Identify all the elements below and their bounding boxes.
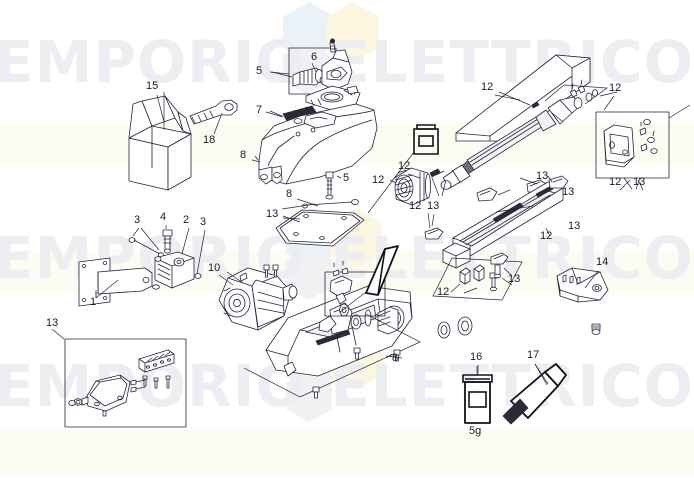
callout-13f: 13 xyxy=(427,200,440,212)
callout-17: 17 xyxy=(527,349,540,361)
detail-box-shaft xyxy=(544,84,608,105)
callout-14: 14 xyxy=(596,256,609,268)
callout-8c: 8 xyxy=(392,352,399,364)
part-end-pad-a xyxy=(476,187,511,202)
part-pin-left xyxy=(128,227,165,258)
part-sealant-tube xyxy=(502,363,567,425)
callout-16: 16 xyxy=(470,351,483,363)
callout-13c: 13 xyxy=(562,186,575,198)
callout-12g: 12 xyxy=(540,230,553,242)
part-terminal-strip xyxy=(269,105,317,122)
callout-12c: 12 xyxy=(398,160,411,172)
callout-2: 2 xyxy=(183,214,190,226)
callout-13g: 13 xyxy=(508,273,521,285)
part-gearmotor xyxy=(218,264,298,331)
part-gasket-plate xyxy=(275,198,365,247)
part-rail-carriage xyxy=(442,175,569,269)
part-screw-kit-contents xyxy=(68,349,175,417)
callout-5b: 5 xyxy=(343,172,350,184)
part-bolt-4 xyxy=(162,225,173,254)
callout-18: 18 xyxy=(203,134,216,146)
part-foot-a xyxy=(459,267,471,285)
callout-5a: 5 xyxy=(256,65,263,77)
callout-7: 7 xyxy=(256,104,263,116)
part-screw-a xyxy=(325,171,342,200)
part-grease-jar xyxy=(462,366,493,424)
callout-jar-size: 5g xyxy=(469,425,482,437)
part-arm-connector xyxy=(152,227,206,290)
callout-13b: 13 xyxy=(536,170,549,182)
callout-12h: 12 xyxy=(437,286,450,298)
part-lock-cylinder xyxy=(271,62,331,87)
callout-4: 4 xyxy=(160,211,167,223)
callout-12d: 12 xyxy=(372,174,385,186)
callout-1: 1 xyxy=(90,296,97,308)
callout-12b: 12 xyxy=(609,82,622,94)
part-end-pad-b xyxy=(424,213,444,240)
part-key xyxy=(189,99,238,135)
part-gear-coupler xyxy=(389,167,431,206)
part-foot-b xyxy=(473,264,485,282)
callout-10: 10 xyxy=(208,262,221,274)
callout-15: 15 xyxy=(146,80,159,92)
part-door-bracket xyxy=(556,267,609,335)
callout-3a: 3 xyxy=(134,214,141,226)
callout-13d: 13 xyxy=(633,176,646,188)
callout-12e: 12 xyxy=(409,200,422,212)
callout-13a: 13 xyxy=(266,208,279,220)
callout-8b: 8 xyxy=(286,188,293,200)
callout-12f: 12 xyxy=(609,176,622,188)
detail-box-screw-kit xyxy=(51,328,187,428)
part-endcap-hardware xyxy=(639,119,658,154)
part-end-cap xyxy=(603,124,635,168)
callout-8a: 8 xyxy=(240,149,247,161)
callout-13h: 13 xyxy=(46,317,59,329)
part-screw-pair xyxy=(397,101,540,197)
callout-6: 6 xyxy=(311,51,318,63)
callout-12a: 12 xyxy=(481,81,494,93)
callout-13e: 13 xyxy=(568,220,581,232)
part-motor-cover xyxy=(254,103,378,185)
callout-3b: 3 xyxy=(200,216,207,228)
